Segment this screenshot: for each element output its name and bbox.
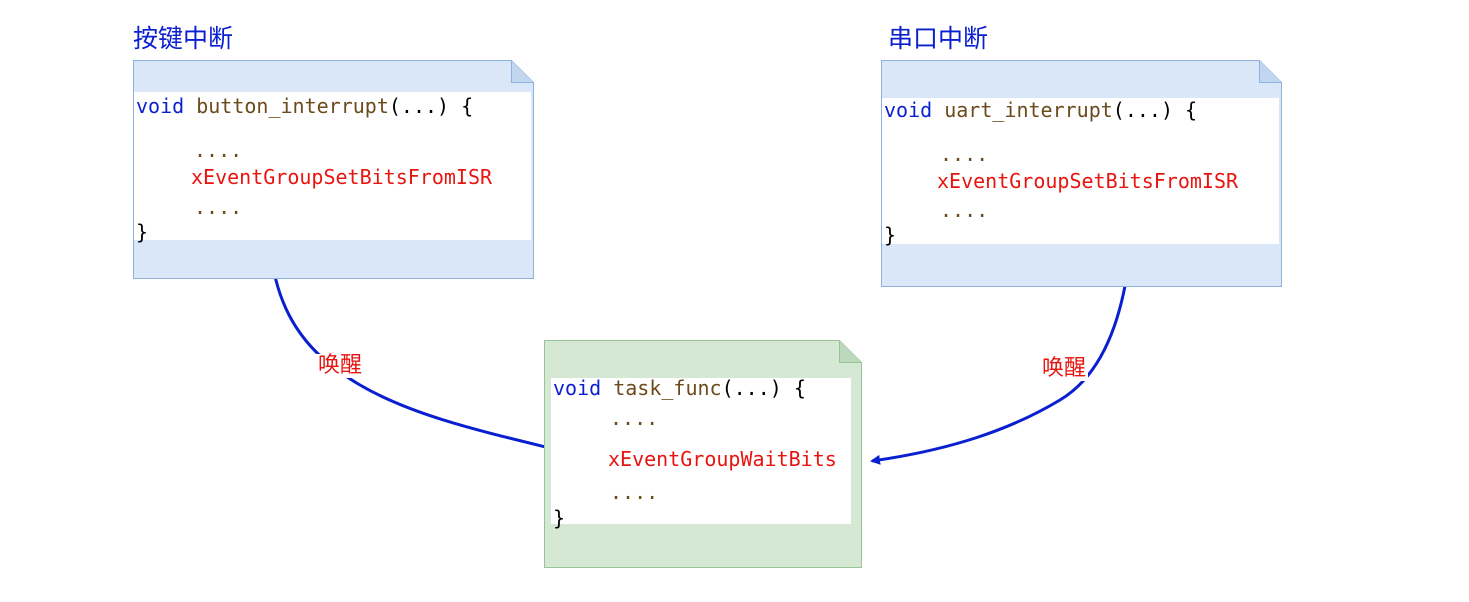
set-bits-call: xEventGroupSetBitsFromISR [191,165,493,189]
signature-tail: (...) { [721,376,806,400]
function-name: uart_interrupt [944,98,1113,122]
ellipsis-line: .... [610,406,659,430]
closing-brace: } [553,506,566,530]
ellipsis-line: .... [940,142,989,166]
task-func-code: void task_func(...) { .... xEventGroupWa… [551,376,851,528]
ellipsis-line: .... [610,480,659,504]
ellipsis-line: .... [194,138,243,162]
uart-interrupt-note: void uart_interrupt(...) { .... xEventGr… [881,60,1282,287]
keyword-void: void [884,98,933,122]
keyword-void: void [136,94,185,118]
uart-interrupt-heading: 串口中断 [888,24,989,53]
closing-brace: } [136,220,149,244]
uart-interrupt-code: void uart_interrupt(...) { .... xEventGr… [882,98,1279,247]
signature-tail: (...) { [388,94,474,118]
button-interrupt-code: void button_interrupt(...) { .... xEvent… [134,92,531,244]
wait-bits-call: xEventGroupWaitBits [608,447,837,471]
set-bits-call: xEventGroupSetBitsFromISR [937,169,1239,193]
wake-label-left: 唤醒 [316,353,365,379]
function-name: task_func [613,376,722,400]
wake-label-right: 唤醒 [1040,356,1089,382]
ellipsis-line: .... [194,195,243,219]
ellipsis-line: .... [940,198,989,222]
closing-brace: } [884,223,897,247]
task-func-note: void task_func(...) { .... xEventGroupWa… [544,340,862,568]
signature-tail: (...) { [1112,98,1198,122]
function-name: button_interrupt [196,94,389,118]
button-interrupt-heading: 按键中断 [133,24,234,53]
keyword-void: void [553,376,602,400]
button-interrupt-note: void button_interrupt(...) { .... xEvent… [133,60,534,279]
